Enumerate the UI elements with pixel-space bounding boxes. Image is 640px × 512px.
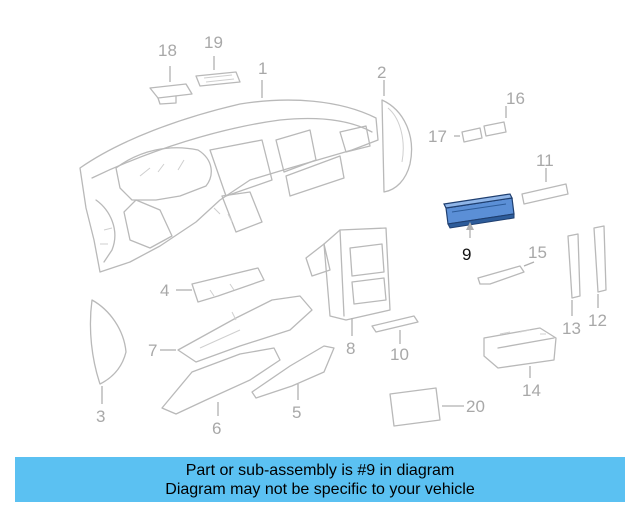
- banner-line-2: Diagram may not be specific to your vehi…: [165, 480, 475, 498]
- part-2-side-panel: [381, 99, 413, 193]
- part-5: [251, 345, 335, 399]
- callout-2: 2: [377, 63, 386, 82]
- part-11: [521, 183, 569, 205]
- callout-labels: 1 2 3 4 5 6 7 8 9 10 11 12 13 14 15 16 1…: [96, 33, 607, 438]
- part-18: [149, 83, 193, 105]
- part-12: [593, 225, 607, 293]
- callout-16: 16: [506, 89, 525, 108]
- callout-18: 18: [158, 41, 177, 60]
- part-9-highlighted: [443, 193, 515, 229]
- part-16: [483, 121, 507, 137]
- callout-13: 13: [562, 319, 581, 338]
- part-10: [371, 315, 419, 333]
- part-6: [161, 347, 281, 415]
- callout-11: 11: [536, 151, 554, 170]
- part-17: [461, 127, 483, 143]
- callout-17: 17: [428, 127, 447, 146]
- part-3: [89, 299, 127, 385]
- part-1-dashboard: [79, 99, 379, 273]
- callout-9: 9: [462, 245, 471, 264]
- callout-7: 7: [148, 341, 157, 360]
- callout-15: 15: [528, 243, 547, 262]
- callout-20: 20: [466, 397, 485, 416]
- callout-5: 5: [292, 403, 301, 422]
- callout-10: 10: [390, 345, 409, 364]
- part-13: [567, 233, 581, 299]
- info-banner: Part or sub-assembly is #9 in diagram Di…: [15, 457, 625, 502]
- callout-14: 14: [522, 381, 541, 400]
- parts-diagram: 1 2 3 4 5 6 7 8 9 10 11 12 13 14 15 16 1…: [79, 33, 607, 438]
- callout-4: 4: [160, 281, 169, 300]
- callout-19: 19: [204, 33, 223, 52]
- callout-6: 6: [212, 419, 221, 438]
- part-15: [477, 265, 525, 285]
- callout-3: 3: [96, 407, 105, 426]
- banner-line-1: Part or sub-assembly is #9 in diagram: [185, 461, 455, 479]
- part-19: [195, 71, 241, 87]
- part-20: [389, 387, 441, 427]
- part-4: [191, 267, 265, 303]
- callout-8: 8: [346, 339, 355, 358]
- part-7: [177, 295, 313, 363]
- callout-12: 12: [588, 311, 607, 330]
- part-8-console-frame: [305, 227, 391, 321]
- part-14-tray: [483, 327, 557, 369]
- callout-1: 1: [258, 59, 267, 78]
- leader-lines: [101, 56, 599, 416]
